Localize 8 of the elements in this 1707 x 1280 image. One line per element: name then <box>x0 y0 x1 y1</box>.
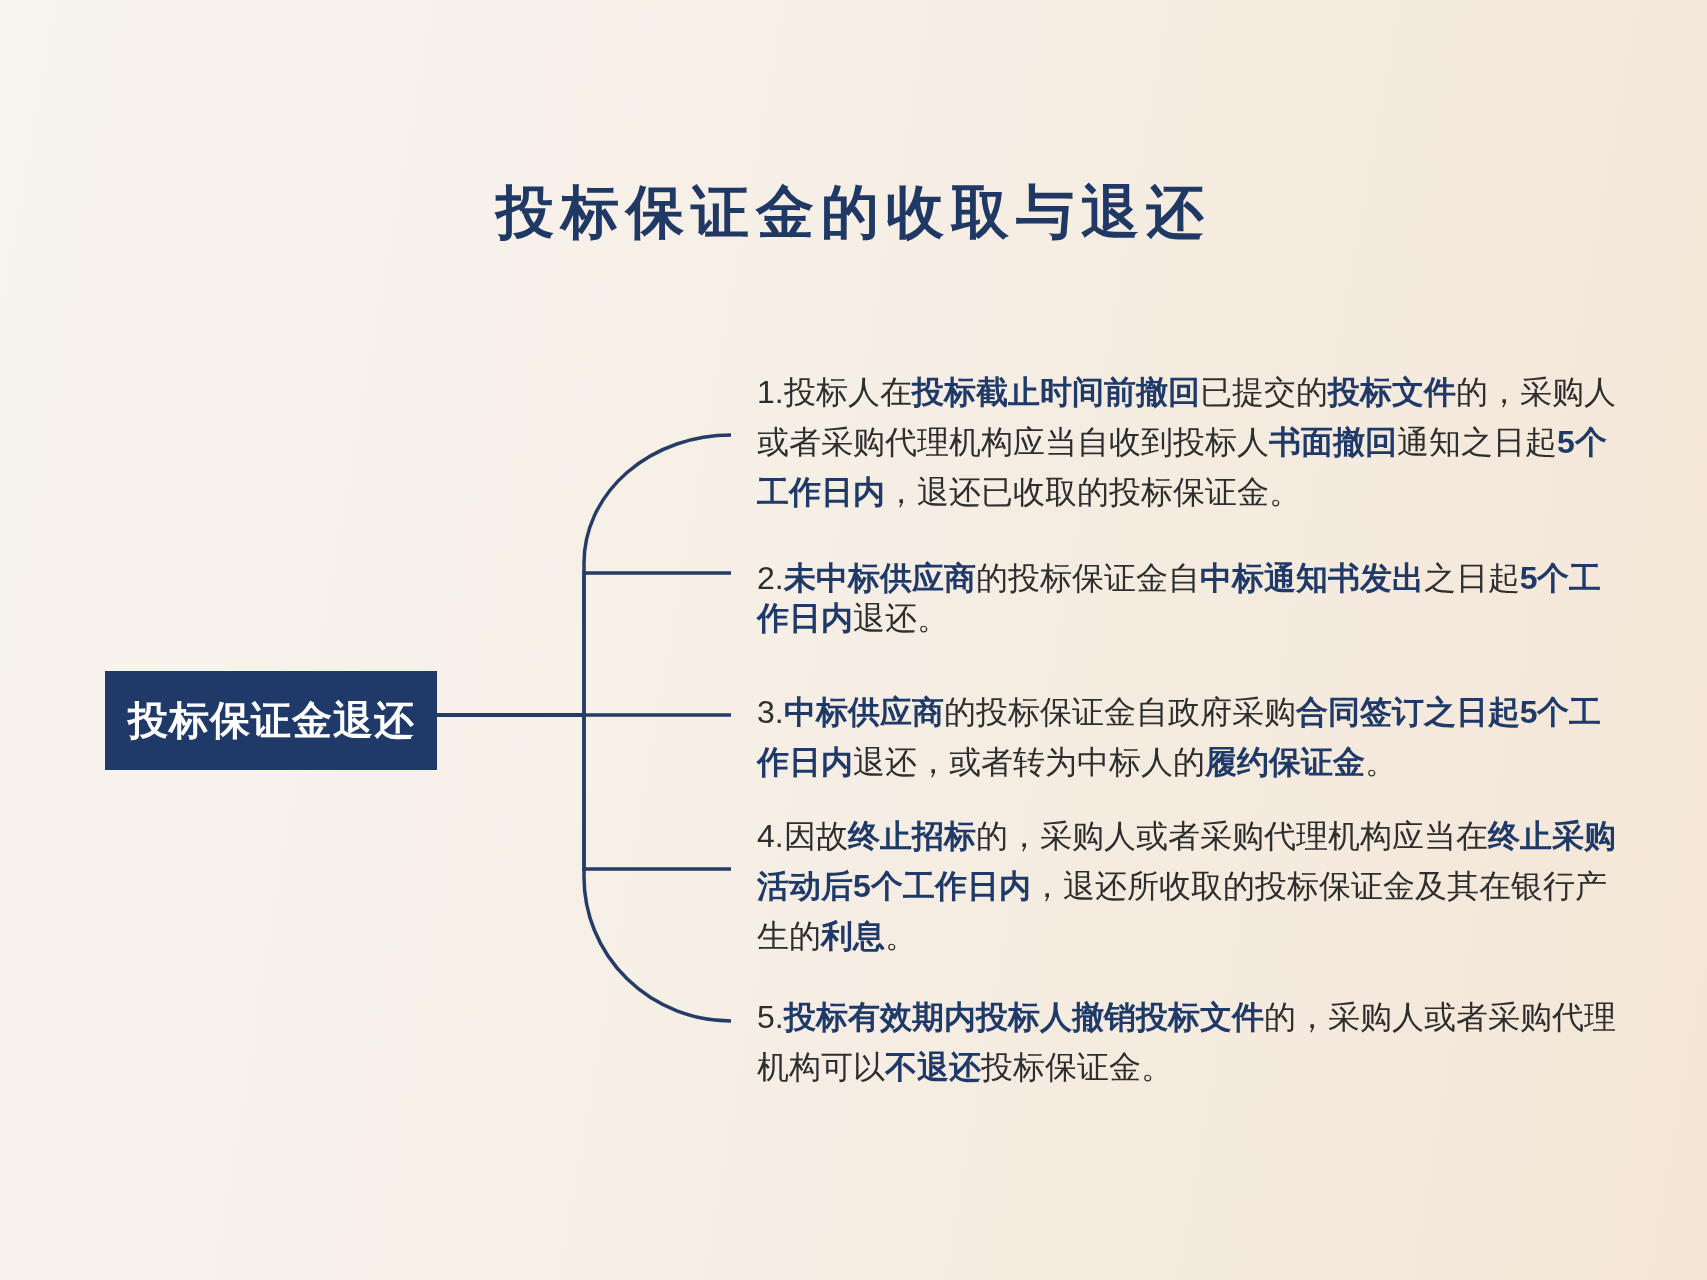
item-text: 3.中标供应商的投标保证金自政府采购合同签订之日起5个工作日内退还，或者转为中标人的履约保证金。 <box>731 687 1624 787</box>
item-text: 1.投标人在投标截止时间前撤回已提交的投标文件的，采购人或者采购代理机构应当自收到投标人书面撤回通知之日起5个工作日内，退还已收取的投标保证金。 <box>731 367 1624 517</box>
item-text: 4.因故终止招标的，采购人或者采购代理机构应当在终止采购活动后5个工作日内，退还所收取的投标保证金及其在银行产生的利息。 <box>731 811 1624 961</box>
connector-line <box>437 713 732 1023</box>
topic-box: 投标保证金退还 <box>105 671 437 770</box>
item-text: 5.投标有效期内投标人撤销投标文件的，采购人或者采购代理机构可以不退还投标保证金。 <box>731 992 1624 1092</box>
item-text: 2.未中标供应商的投标保证金自中标通知书发出之日起5个工作日内退还。 <box>731 558 1624 638</box>
title: 投标保证金的收取与退还 <box>495 178 1211 246</box>
